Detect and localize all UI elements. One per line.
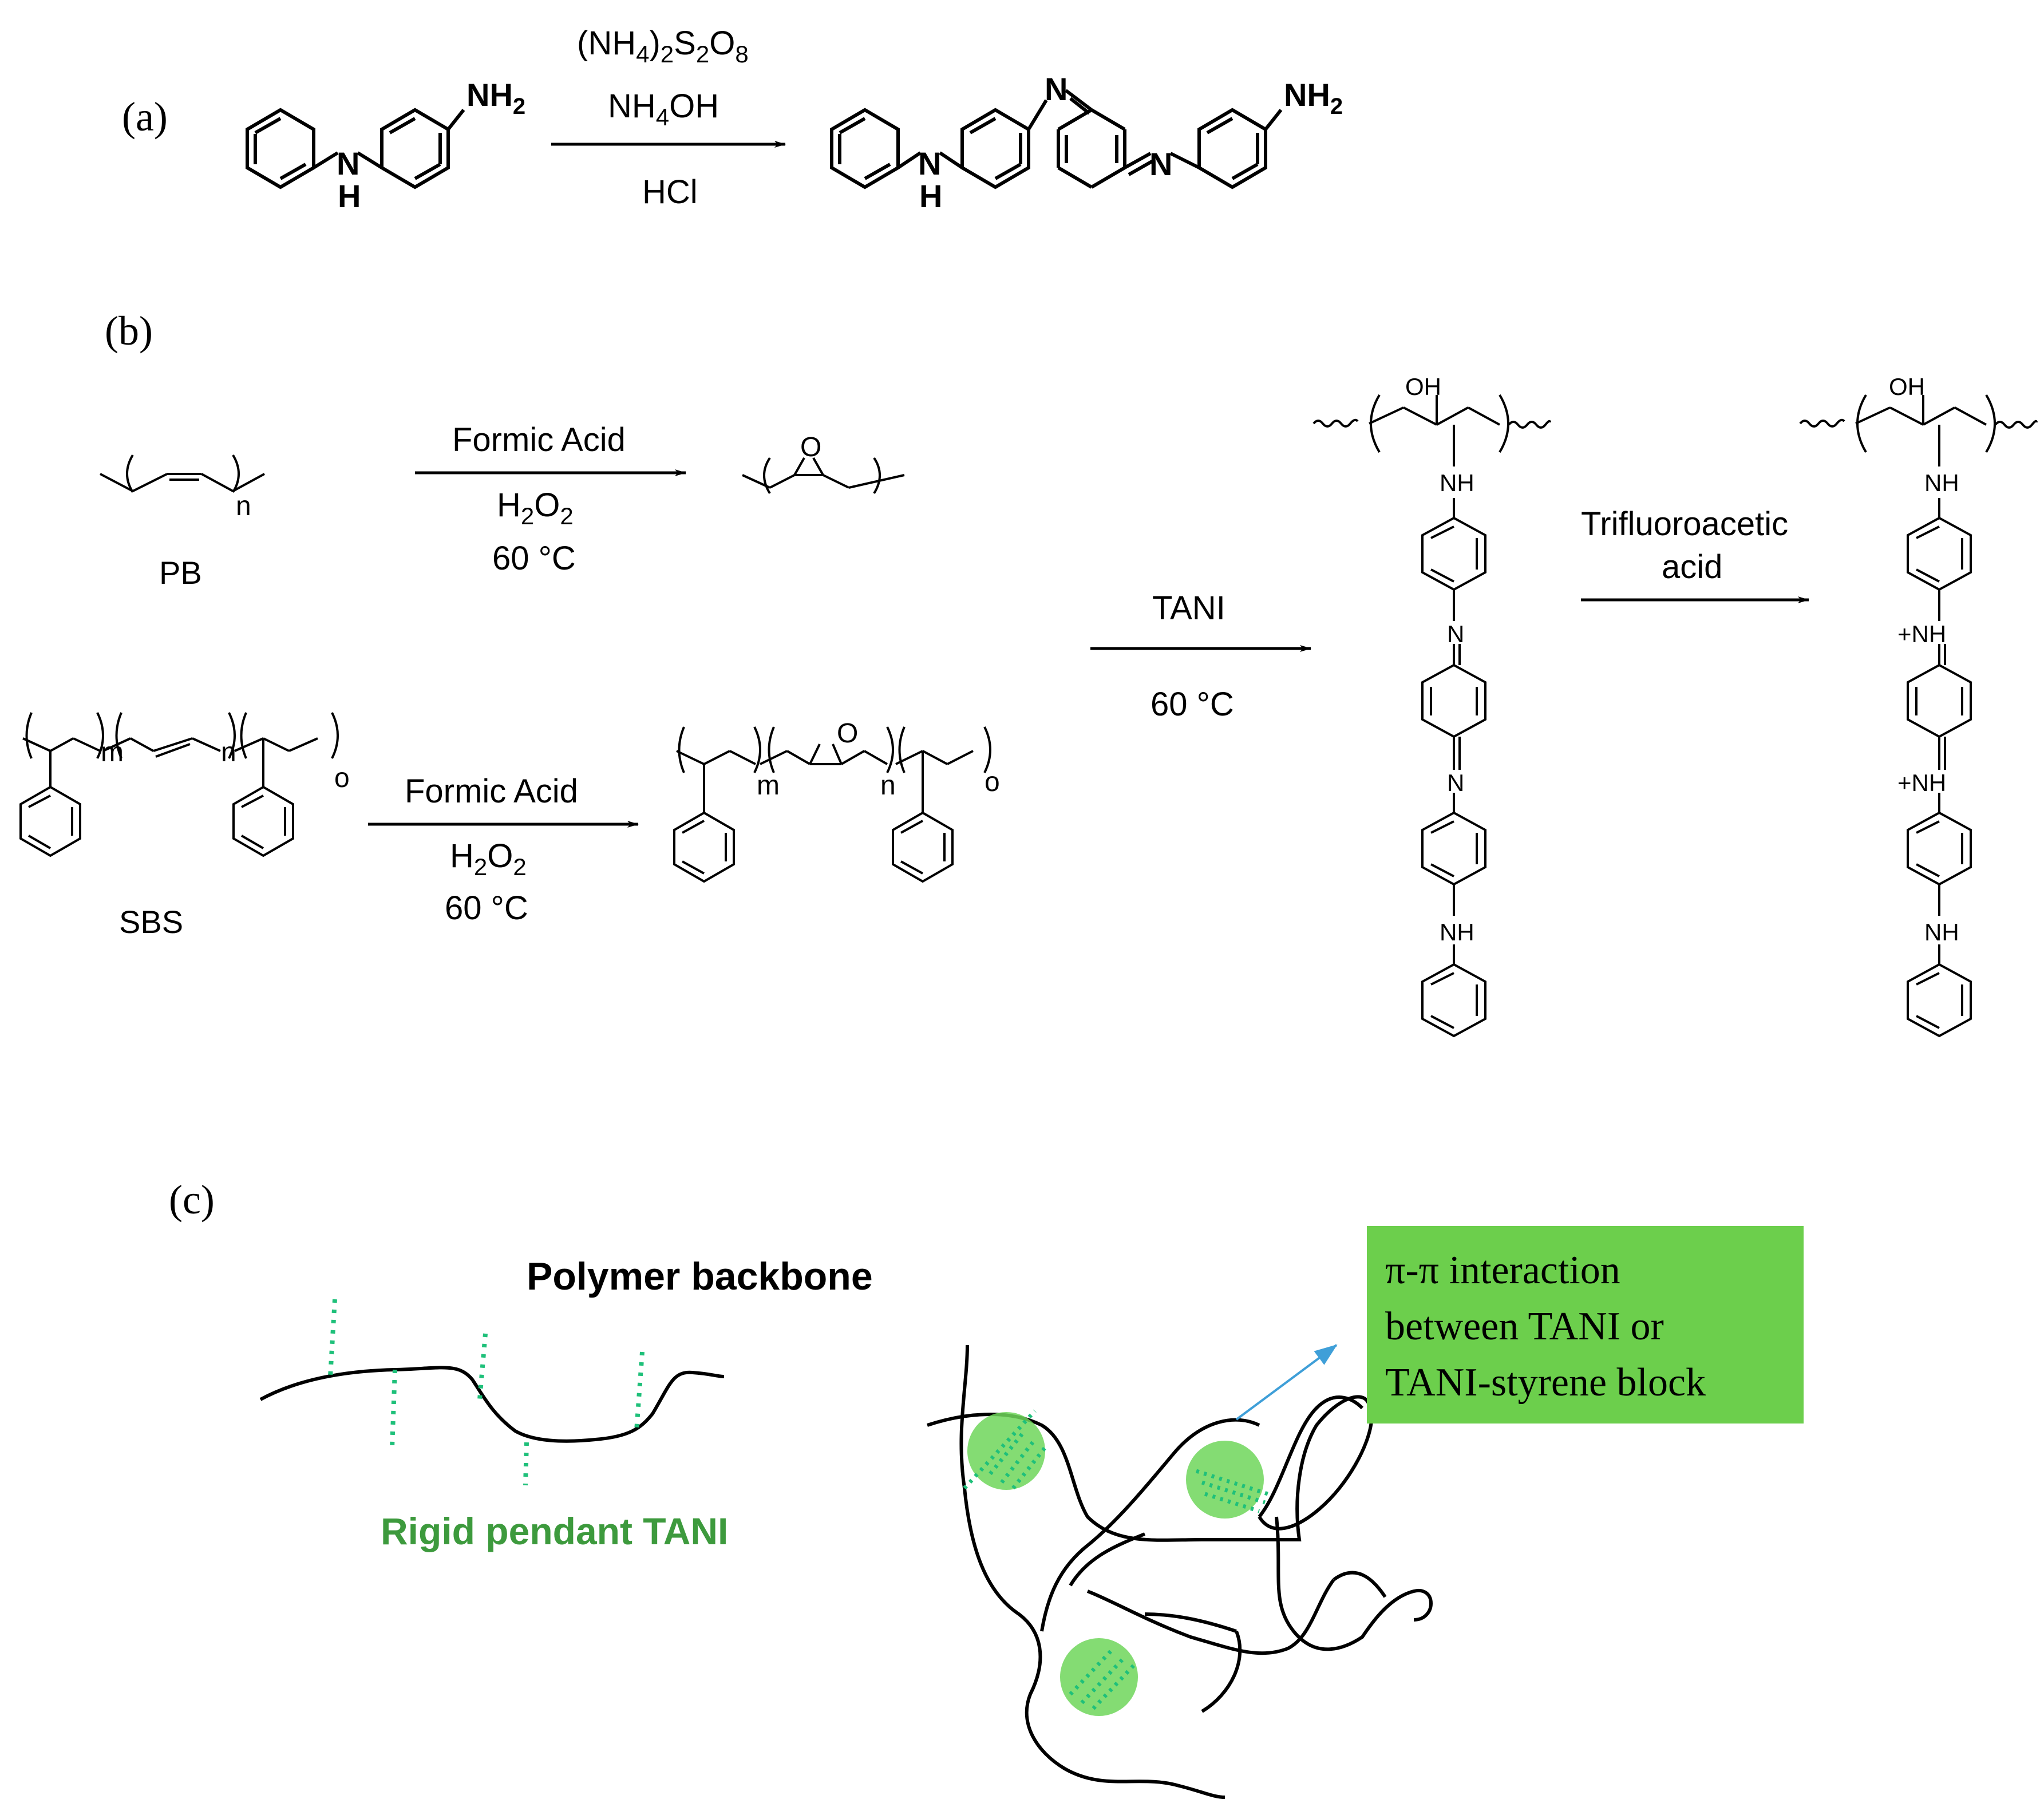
doped-plus-nh-1: +NH <box>1897 620 1946 647</box>
polymer-backbone-curve <box>259 1366 725 1443</box>
polymer-backbone-label: Polymer backbone <box>527 1255 873 1298</box>
pendant-tani-marks <box>328 1299 645 1486</box>
doped-plus-nh-2: +NH <box>1897 769 1946 796</box>
panel-c: (c) Polymer backbone Rigid pendant TANI <box>169 1177 1804 1799</box>
epoxidized-sbs-subscript-m: m <box>757 770 780 801</box>
panel-a: (a) N H NH2 (NH4)2S2O8 NH4OH HCl <box>122 25 1343 214</box>
tani-reagent-temperature: 60 °C <box>1151 686 1234 723</box>
pb-reagent-formic-acid: Formic Acid <box>452 421 626 458</box>
callout-arrow <box>1235 1344 1338 1421</box>
reactant-n: N <box>337 145 359 181</box>
epoxidized-pb-structure <box>742 457 905 495</box>
reagent-persulfate: (NH4)2S2O8 <box>577 25 749 68</box>
pb-reagent-temperature: 60 °C <box>492 540 576 577</box>
reactant-h: H <box>338 178 361 214</box>
callout-line-1: π-π interaction <box>1385 1248 1620 1292</box>
pb-epoxide-oxygen: O <box>800 432 821 462</box>
sbs-structure <box>19 712 339 857</box>
panel-a-label: (a) <box>122 94 168 140</box>
sbs-epoxide-oxygen: O <box>837 718 858 749</box>
reactant-nh2: NH2 <box>466 77 525 119</box>
panel-b: (b) n PB Formic Acid H2O2 60 °C <box>19 308 2038 1038</box>
sbs-subscript-m: m <box>101 737 124 768</box>
rigid-pendant-tani-label: Rigid pendant TANI <box>381 1510 728 1552</box>
sbs-subscript-n: n <box>221 737 236 768</box>
product-n-imine-1: N <box>1045 71 1068 107</box>
sbs-reagent-formic-acid: Formic Acid <box>405 773 578 810</box>
tfa-reagent-line-2: acid <box>1662 548 1722 586</box>
callout-line-3: TANI-styrene block <box>1385 1361 1706 1405</box>
product-n-imine-2: N <box>1149 146 1172 182</box>
tani-grafted-polymer-structure <box>1312 394 1551 1038</box>
pb-subscript-n: n <box>236 491 251 521</box>
pb-reagent-h2o2: H2O2 <box>497 487 574 529</box>
epoxidized-sbs-subscript-n: n <box>880 770 896 801</box>
epoxidized-sbs-structure <box>673 726 991 883</box>
neutral-oh: OH <box>1405 373 1441 400</box>
reagent-ammonium-hydroxide: NH4OH <box>608 88 719 131</box>
reagent-hcl: HCl <box>642 173 698 211</box>
neutral-n-1: N <box>1447 620 1464 647</box>
neutral-nh-1: NH <box>1440 469 1474 496</box>
neutral-nh-2: NH <box>1440 919 1474 946</box>
polybutadiene-structure <box>100 454 265 493</box>
panel-c-label: (c) <box>169 1177 215 1223</box>
pb-label: PB <box>159 555 202 591</box>
reactant-aminodiphenylamine <box>246 108 465 189</box>
neutral-n-2: N <box>1447 769 1464 796</box>
pi-pi-interaction-blob-2 <box>1186 1441 1264 1519</box>
product-tetraaniline <box>830 89 1283 189</box>
product-nh2: NH2 <box>1284 77 1343 119</box>
tani-reagent-label: TANI <box>1152 590 1225 627</box>
entangled-polymer-network <box>927 1345 1433 1799</box>
stacked-tani-marks <box>963 1409 1269 1710</box>
doped-nh-2: NH <box>1924 919 1959 946</box>
sbs-label: SBS <box>119 904 183 940</box>
product-n-amine: N <box>918 145 941 181</box>
callout-line-2: between TANI or <box>1385 1304 1664 1349</box>
doped-nh-1: NH <box>1924 469 1959 496</box>
sbs-reagent-h2o2: H2O2 <box>450 837 527 880</box>
epoxidized-sbs-subscript-o: o <box>985 767 1000 797</box>
doped-oh: OH <box>1889 373 1925 400</box>
sbs-subscript-o: o <box>334 763 350 793</box>
pi-pi-callout-box <box>1367 1226 1804 1424</box>
sbs-reagent-temperature: 60 °C <box>445 889 528 927</box>
doped-tani-polymer-structure <box>1799 394 2038 1038</box>
panel-b-label: (b) <box>105 308 153 354</box>
pi-pi-interaction-blob-3 <box>1060 1638 1138 1716</box>
product-h-amine: H <box>919 178 942 214</box>
tfa-reagent-line-1: Trifluoroacetic <box>1581 505 1788 543</box>
pi-pi-interaction-blob-1 <box>967 1412 1045 1490</box>
